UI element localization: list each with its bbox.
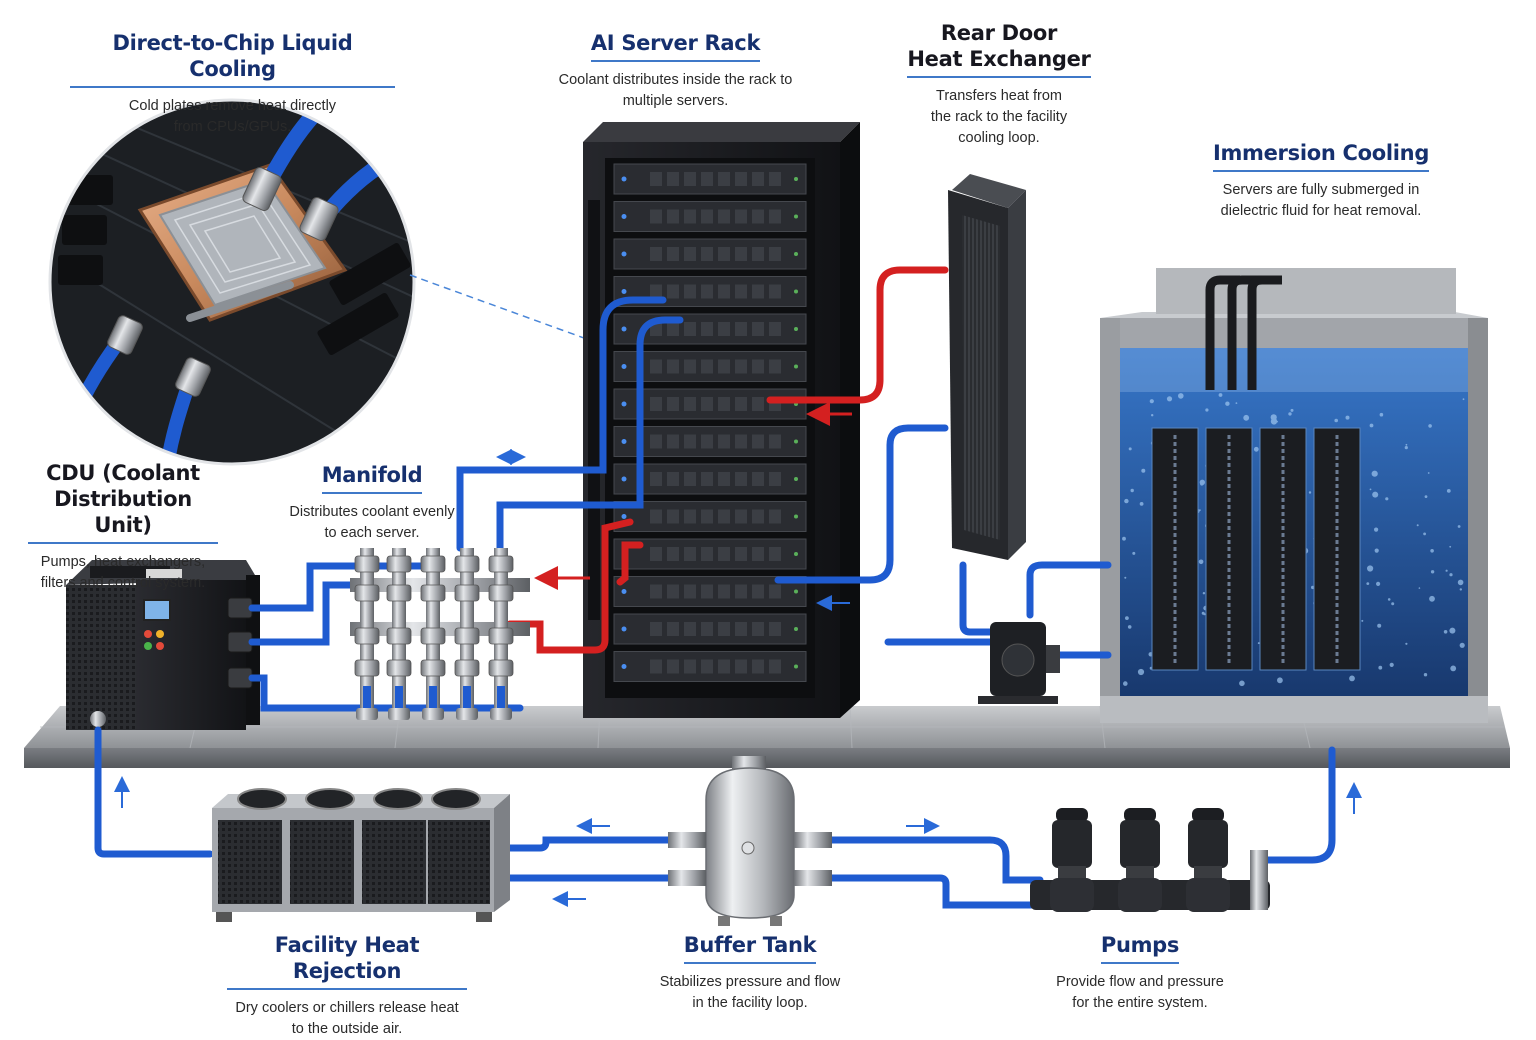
direct-to-chip-desc: Cold plates remove heat directly from CP… <box>128 98 337 135</box>
heat-exchanger-icon <box>948 174 1026 560</box>
flow-arrow-icon <box>114 449 1362 907</box>
pump-icon <box>978 622 1060 704</box>
rear-door-desc: Transfers heat from the rack to the faci… <box>930 88 1068 146</box>
label-direct-to-chip: Direct-to-Chip Liquid Cooling Cold plate… <box>70 30 395 138</box>
hot-pipes <box>506 266 949 654</box>
immersion-tank-icon <box>1100 268 1488 723</box>
dry-cooler-icon <box>212 788 510 922</box>
label-ai-rack: AI Server Rack Coolant distributes insid… <box>523 30 828 112</box>
label-pumps: Pumps Provide flow and pressure for the … <box>1040 932 1240 1014</box>
buffer-tank-icon <box>668 756 832 926</box>
cdu-icon <box>66 560 260 730</box>
pumps-title: Pumps <box>1100 932 1179 964</box>
cold-plate-icon <box>48 98 701 466</box>
manifold-desc: Distributes coolant evenly to each serve… <box>289 504 455 541</box>
rear-door-title-line1: Rear Door <box>940 21 1058 45</box>
manifold-icon <box>350 548 530 720</box>
facility-title: Facility Heat Rejection <box>227 932 467 990</box>
rear-door-title-line2: Heat Exchanger <box>907 47 1091 71</box>
buffer-tank-title: Buffer Tank <box>683 932 817 964</box>
ai-rack-desc: Coolant distributes inside the rack to m… <box>558 72 793 109</box>
flow-arrow-icon <box>534 402 852 590</box>
cdu-desc: Pumps, heat exchangers, filters and cont… <box>40 554 206 591</box>
manifold-title: Manifold <box>321 462 423 494</box>
direct-to-chip-title: Direct-to-Chip Liquid Cooling <box>70 30 395 88</box>
label-immersion: Immersion Cooling Servers are fully subm… <box>1180 140 1462 222</box>
immersion-desc: Servers are fully submerged in dielectri… <box>1220 182 1422 219</box>
cold-pipes <box>94 296 1336 909</box>
immersion-title: Immersion Cooling <box>1212 140 1429 172</box>
label-buffer-tank: Buffer Tank Stabilizes pressure and flow… <box>650 932 850 1014</box>
facility-desc: Dry coolers or chillers release heat to … <box>235 1000 459 1037</box>
ai-rack-title: AI Server Rack <box>590 30 760 62</box>
pumps-desc: Provide flow and pressure for the entire… <box>1056 974 1224 1011</box>
cdu-title-line2: Distribution Unit) <box>54 487 192 537</box>
label-manifold: Manifold Distributes coolant evenly to e… <box>282 462 462 544</box>
cdu-title-line1: CDU (Coolant <box>46 461 200 485</box>
pump-icon <box>1030 808 1270 912</box>
server-rack-icon <box>583 122 860 718</box>
buffer-tank-desc: Stabilizes pressure and flow in the faci… <box>659 974 841 1011</box>
